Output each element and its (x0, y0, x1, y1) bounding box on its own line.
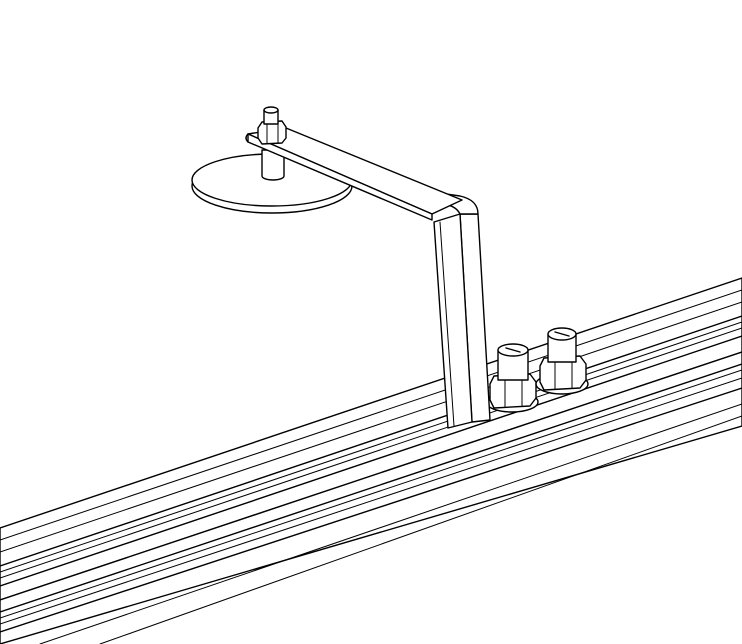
stud-slot (554, 331, 570, 337)
rail-groove-line (0, 377, 742, 625)
rail-groove-line (39, 403, 742, 644)
bracket-horizontal-arm-side (247, 133, 433, 221)
bracket-arm-end (245, 133, 249, 143)
rail-edge-line (0, 289, 742, 541)
aluminum-extrusion-rail (0, 277, 742, 644)
rail-slot-line (0, 321, 742, 573)
rail-slot-line (0, 335, 742, 587)
rail-groove-line (0, 387, 742, 633)
threaded-stud-2 (535, 327, 589, 395)
rail-slot-line (0, 327, 742, 579)
rail-slot-line (0, 315, 742, 567)
bracket-edge (439, 221, 455, 427)
rail-groove-line (0, 369, 742, 619)
disc-center-post (261, 149, 285, 181)
threaded-stud-1 (485, 343, 539, 413)
top-hex-nut (257, 106, 287, 145)
top-stud-cap (263, 106, 279, 114)
rail-edge-line (0, 301, 742, 553)
rail-groove-line (99, 415, 742, 644)
l-bracket-arm (245, 127, 491, 429)
rail-groove-line (0, 363, 742, 613)
stud-slot (505, 347, 521, 353)
